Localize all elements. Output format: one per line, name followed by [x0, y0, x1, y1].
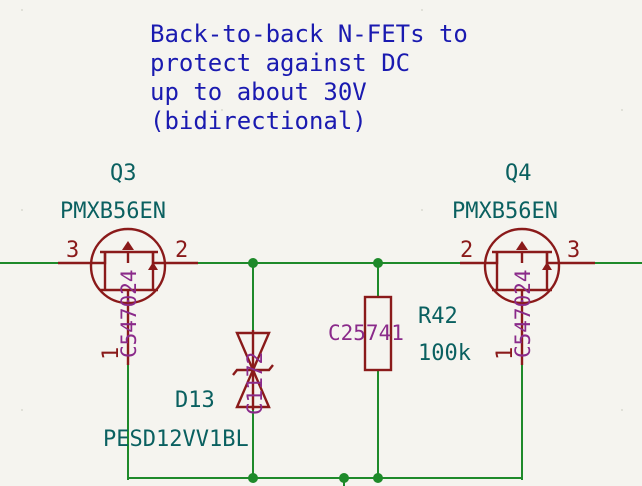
r42-reference: R42	[418, 304, 458, 329]
note-line-3: up to about 30V	[150, 78, 367, 106]
d13-value: PESD12VV1BL	[103, 427, 249, 452]
resistor-r42[interactable]: C25741 R42 100k	[328, 295, 471, 372]
r42-value: 100k	[418, 341, 471, 366]
q3-pin-gate: 1	[99, 347, 124, 360]
tvs-diode-d13[interactable]: C1172 D13 PESD12VV1BL	[103, 330, 274, 452]
q4-pin-gate: 1	[493, 347, 518, 360]
q4-value: PMXB56EN	[452, 199, 558, 224]
q4-pin-right: 3	[567, 238, 580, 263]
q4-reference: Q4	[505, 161, 532, 186]
diode-triangle-icon	[235, 331, 271, 374]
note-line-4: (bidirectional)	[150, 107, 367, 135]
junctions	[248, 258, 383, 483]
d13-lcsc-part: C1172	[243, 352, 267, 415]
wires	[0, 262, 642, 486]
design-note: Back-to-back N-FETs to protect against D…	[150, 20, 468, 135]
d13-reference: D13	[175, 388, 215, 413]
mosfet-q3[interactable]: Q3 PMXB56EN 3 2 1 C547024	[58, 161, 198, 365]
q4-pin-left: 2	[460, 238, 473, 263]
q3-pin-right: 2	[175, 238, 188, 263]
grid-dots	[21, 9, 623, 411]
junction-dot	[373, 258, 383, 268]
note-line-2: protect against DC	[150, 49, 410, 77]
note-line-1: Back-to-back N-FETs to	[150, 20, 468, 48]
resistor-body-icon	[363, 295, 393, 372]
q3-value: PMXB56EN	[60, 199, 166, 224]
mosfet-q4[interactable]: Q4 PMXB56EN 2 3 1 C547024	[452, 161, 595, 365]
junction-dot	[373, 473, 383, 483]
junction-dot	[339, 473, 349, 483]
q3-lcsc-part: C547024	[117, 269, 141, 358]
junction-dot	[248, 258, 258, 268]
diode-triangle-icon	[235, 366, 271, 409]
junction-dot	[248, 473, 258, 483]
r42-lcsc-part: C25741	[328, 321, 404, 345]
q4-lcsc-part: C547024	[511, 269, 535, 358]
q3-pin-left: 3	[66, 238, 79, 263]
q3-reference: Q3	[110, 161, 137, 186]
